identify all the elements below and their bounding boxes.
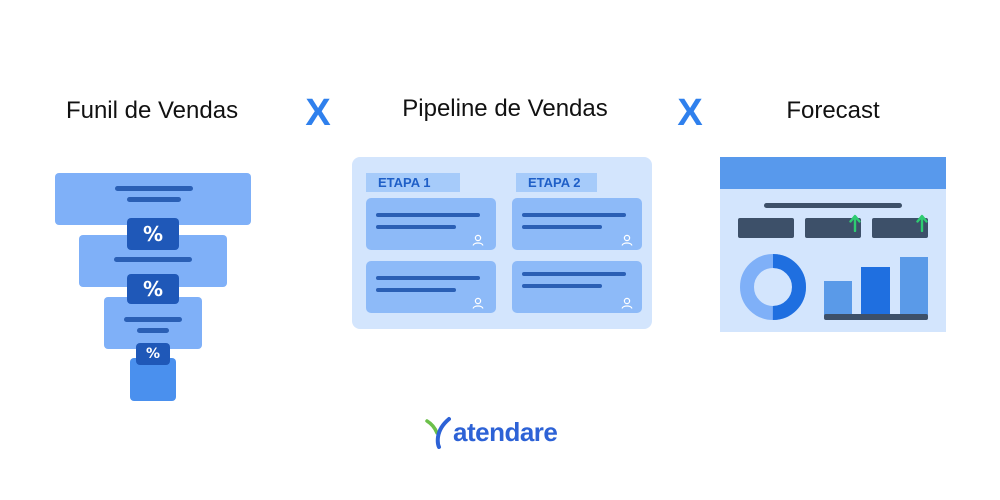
text-line <box>376 213 480 217</box>
percent-badge-3: % <box>136 343 170 365</box>
stage-label-1: ETAPA 1 <box>366 173 460 192</box>
percent-badge-1: % <box>127 218 179 250</box>
logo-text: atendare <box>453 416 558 447</box>
text-line <box>522 225 602 229</box>
user-icon <box>621 234 633 246</box>
user-icon <box>472 297 484 309</box>
stage-label-2: ETAPA 2 <box>516 173 597 192</box>
arrow-up-icon <box>916 214 928 232</box>
funnel-title: Funil de Vendas <box>65 97 239 124</box>
text-line <box>522 213 626 217</box>
separator-x-right: X <box>677 92 703 134</box>
arrow-up-icon <box>849 214 861 232</box>
text-line <box>114 257 192 262</box>
pipeline-card <box>512 198 642 250</box>
text-line <box>376 225 456 229</box>
bar-chart-baseline <box>824 314 928 320</box>
kpi-box-1 <box>738 218 794 238</box>
text-line <box>124 317 182 322</box>
pipeline-title: Pipeline de Vendas <box>402 95 608 122</box>
text-line <box>376 276 480 280</box>
user-icon <box>621 297 633 309</box>
dashboard-header <box>720 157 946 189</box>
forecast-dashboard <box>720 157 946 332</box>
funnel-stage-3 <box>104 297 202 349</box>
text-line <box>127 197 181 202</box>
text-line <box>137 328 169 333</box>
pipeline-board: ETAPA 1 ETAPA 2 <box>352 157 652 329</box>
funnel-stage-4 <box>130 358 176 401</box>
text-line <box>376 288 456 292</box>
pipeline-card <box>366 198 496 250</box>
bar-chart-bar-2 <box>861 267 890 315</box>
forecast-title: Forecast <box>786 97 880 124</box>
kpi-box-3 <box>872 214 928 238</box>
pipeline-card <box>512 261 642 313</box>
bar-chart-bar-3 <box>900 257 928 315</box>
percent-badge-2: % <box>127 274 179 304</box>
donut-chart <box>740 254 806 320</box>
text-line <box>522 272 626 276</box>
text-line <box>522 284 602 288</box>
separator-x-left: X <box>305 92 331 134</box>
kpi-box-2 <box>805 214 861 238</box>
user-icon <box>472 234 484 246</box>
pipeline-card <box>366 261 496 313</box>
logo-mark-icon <box>425 417 451 449</box>
text-line <box>115 186 193 191</box>
dashboard-title-line <box>764 203 902 208</box>
bar-chart-bar-1 <box>824 281 852 315</box>
funnel-stage-1 <box>55 173 251 225</box>
atendare-logo: atendare <box>425 415 558 449</box>
donut-segment <box>740 254 806 320</box>
